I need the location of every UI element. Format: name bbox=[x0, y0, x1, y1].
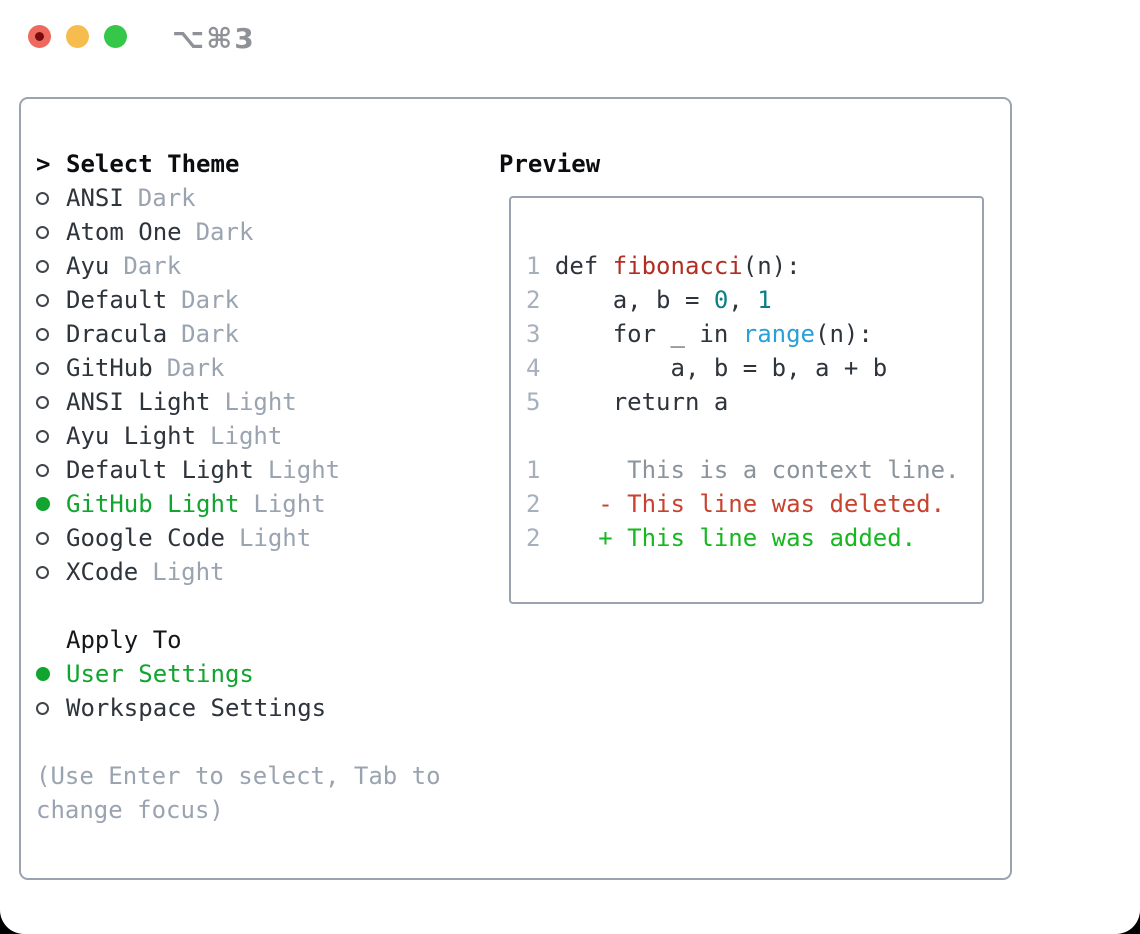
preview-box: 1 def fibonacci(n): 2 a, b = 0, 1 3 for _ … bbox=[509, 196, 984, 604]
code-line: 2 a, b = 0, 1 bbox=[526, 286, 772, 314]
code-line: 2 + This line was added. bbox=[526, 524, 917, 552]
radio-unselected-icon bbox=[36, 317, 66, 351]
radio-unselected-icon bbox=[36, 521, 66, 555]
radio-unselected-icon bbox=[36, 453, 66, 487]
apply-to-header: Apply To bbox=[36, 623, 441, 657]
theme-variant-label: Light bbox=[238, 524, 312, 552]
apply-to-title: Apply To bbox=[66, 626, 182, 654]
code-line: 4 a, b = b, a + b bbox=[526, 354, 888, 382]
help-text-line-2: change focus) bbox=[36, 796, 224, 824]
radio-unselected-icon bbox=[36, 419, 66, 453]
option-label: ANSI Light bbox=[66, 388, 211, 416]
theme-variant-label: Light bbox=[224, 388, 297, 416]
theme-variant-label: Light bbox=[253, 490, 326, 518]
option-label: User Settings bbox=[66, 660, 254, 688]
titlebar: ⌥⌘3 bbox=[0, 0, 1140, 75]
option-label: Google Code bbox=[66, 524, 225, 552]
option-label: Dracula bbox=[66, 320, 168, 348]
theme-variant-label: Dark bbox=[181, 320, 239, 348]
radio-unselected-icon bbox=[36, 181, 66, 215]
traffic-lights bbox=[28, 25, 127, 48]
theme-variant-label: Dark bbox=[123, 252, 182, 280]
radio-unselected-icon bbox=[36, 691, 66, 725]
option-label: GitHub bbox=[66, 354, 153, 382]
theme-variant-label: Light bbox=[210, 422, 283, 450]
theme-option[interactable]: Dracula Dark bbox=[36, 317, 441, 351]
zoom-button[interactable] bbox=[104, 25, 127, 48]
option-label: GitHub Light bbox=[66, 490, 240, 518]
select-theme-header: > Select Theme bbox=[36, 147, 441, 181]
radio-unselected-icon bbox=[36, 555, 66, 589]
option-label: Workspace Settings bbox=[66, 694, 327, 722]
theme-option[interactable]: Atom One Dark bbox=[36, 215, 441, 249]
theme-variant-label: Dark bbox=[137, 184, 196, 212]
theme-option[interactable]: XCode Light bbox=[36, 555, 441, 589]
apply-to-option[interactable]: User Settings bbox=[36, 657, 441, 691]
radio-unselected-icon bbox=[36, 215, 66, 249]
code-line: 5 return a bbox=[526, 388, 729, 416]
help-text-line-1: (Use Enter to select, Tab to bbox=[36, 762, 441, 790]
apply-to-option[interactable]: Workspace Settings bbox=[36, 691, 441, 725]
marker-spacer bbox=[36, 623, 66, 657]
option-label: Ayu bbox=[66, 252, 110, 280]
radio-unselected-icon bbox=[36, 283, 66, 317]
theme-variant-label: Dark bbox=[181, 286, 239, 314]
radio-selected-icon bbox=[36, 657, 66, 691]
code-line: 3 for _ in range(n): bbox=[526, 320, 873, 348]
radio-selected-icon bbox=[36, 487, 66, 521]
theme-option[interactable]: GitHub Dark bbox=[36, 351, 441, 385]
option-label: Ayu Light bbox=[66, 422, 197, 450]
radio-unselected-icon bbox=[36, 249, 66, 283]
theme-option[interactable]: Default Dark bbox=[36, 283, 441, 317]
theme-option[interactable]: Default Light Light bbox=[36, 453, 441, 487]
theme-variant-label: Light bbox=[152, 558, 225, 586]
theme-option[interactable]: Ayu Dark bbox=[36, 249, 441, 283]
option-label: Atom One bbox=[66, 218, 182, 246]
option-label: XCode bbox=[66, 558, 139, 586]
cursor-arrow-icon: > bbox=[36, 150, 51, 178]
theme-variant-label: Light bbox=[267, 456, 341, 484]
radio-unselected-icon bbox=[36, 385, 66, 419]
theme-variant-label: Dark bbox=[166, 354, 225, 382]
minimize-button[interactable] bbox=[66, 25, 89, 48]
theme-option[interactable]: ANSI Dark bbox=[36, 181, 441, 215]
code-line: 1 This is a context line. bbox=[526, 456, 960, 484]
theme-option[interactable]: GitHub Light Light bbox=[36, 487, 441, 521]
option-label: ANSI bbox=[66, 184, 124, 212]
close-button[interactable] bbox=[28, 25, 51, 48]
radio-unselected-icon bbox=[36, 351, 66, 385]
preview-title: Preview bbox=[499, 150, 601, 178]
theme-option[interactable]: Google Code Light bbox=[36, 521, 441, 555]
option-label: Default Light bbox=[66, 456, 254, 484]
theme-option[interactable]: ANSI Light Light bbox=[36, 385, 441, 419]
code-line: 1 def fibonacci(n): bbox=[526, 252, 801, 280]
spacer bbox=[36, 589, 441, 623]
option-label: Default bbox=[66, 286, 168, 314]
theme-variant-label: Dark bbox=[195, 218, 254, 246]
window-title: ⌥⌘3 bbox=[172, 22, 256, 55]
code-line: 2 - This line was deleted. bbox=[526, 490, 946, 518]
select-theme-title: Select Theme bbox=[66, 150, 240, 178]
theme-option[interactable]: Ayu Light Light bbox=[36, 419, 441, 453]
spacer bbox=[36, 725, 441, 759]
code-line bbox=[526, 419, 982, 453]
